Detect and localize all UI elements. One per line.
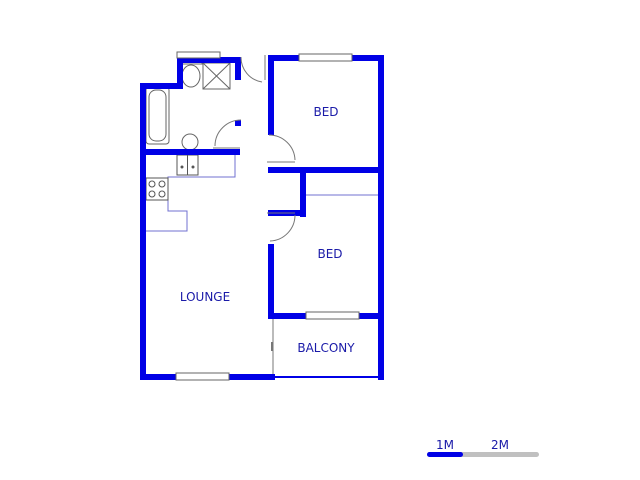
kitchen-counter [145, 152, 378, 232]
room-label-bed-2: BED [317, 247, 342, 261]
window-bed1 [298, 53, 353, 62]
window-bathroom [176, 51, 221, 59]
room-label-bed-1: BED [313, 105, 338, 119]
stove-icon [145, 177, 169, 201]
room-label-lounge: LOUNGE [180, 290, 230, 304]
walls [140, 55, 384, 380]
scale-label-2m: 2M [491, 438, 509, 452]
windows [175, 51, 360, 381]
scale-bar: 1M 2M [427, 438, 539, 457]
shower-icon [202, 62, 231, 90]
doors [213, 55, 296, 374]
basin-icon [181, 133, 199, 151]
room-label-balcony: BALCONY [297, 341, 355, 355]
window-lounge [175, 372, 230, 381]
window-bed2 [305, 311, 360, 320]
bathtub-icon [145, 86, 170, 145]
scale-label-1m: 1M [436, 438, 454, 452]
kitchen-sink-icon [176, 154, 199, 176]
